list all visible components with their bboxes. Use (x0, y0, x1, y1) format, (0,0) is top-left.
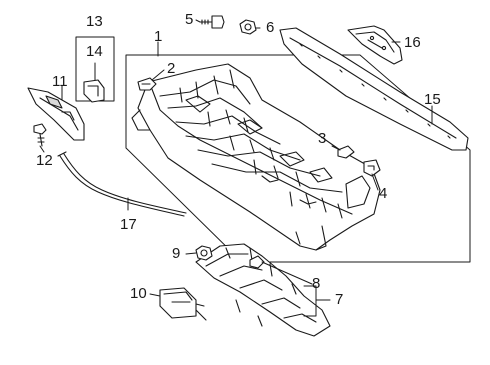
screw-part-12 (33, 123, 47, 147)
callout-4: 4 (379, 185, 388, 202)
callout-12: 12 (36, 152, 53, 169)
trim-strip-part-15 (279, 27, 469, 151)
side-panel-part-11 (27, 87, 85, 141)
callout-8: 8 (312, 275, 321, 292)
nut-part-6 (239, 19, 257, 35)
leader-lines (39, 19, 433, 317)
screw-part-5 (199, 15, 225, 29)
cable-part-17 (57, 151, 187, 217)
nut-part-9 (195, 245, 213, 261)
callout-16: 16 (404, 34, 421, 51)
bracket-part-7 (195, 243, 331, 337)
callout-10: 10 (130, 285, 147, 302)
callout-3: 3 (318, 130, 327, 147)
callout-15: 15 (424, 91, 441, 108)
clip-part-4 (363, 159, 381, 177)
clip-part-3 (337, 145, 355, 159)
callout-6: 6 (266, 19, 275, 36)
callout-14: 14 (86, 43, 103, 60)
callout-5: 5 (185, 11, 194, 28)
bracket-part-16 (347, 25, 403, 65)
callout-11: 11 (52, 73, 68, 90)
callout-2: 2 (167, 60, 176, 77)
callout-9: 9 (172, 245, 181, 262)
callout-13: 13 (86, 13, 103, 30)
clip-part-8 (249, 255, 265, 269)
assembly-frame-1 (125, 54, 471, 263)
callout-7: 7 (335, 291, 344, 308)
module-part-10 (159, 287, 207, 321)
clip-part-14 (83, 79, 105, 103)
callout-1: 1 (154, 28, 163, 45)
center-console-part-1 (131, 63, 381, 251)
clip-part-2 (137, 77, 157, 91)
callout-17: 17 (120, 216, 137, 233)
